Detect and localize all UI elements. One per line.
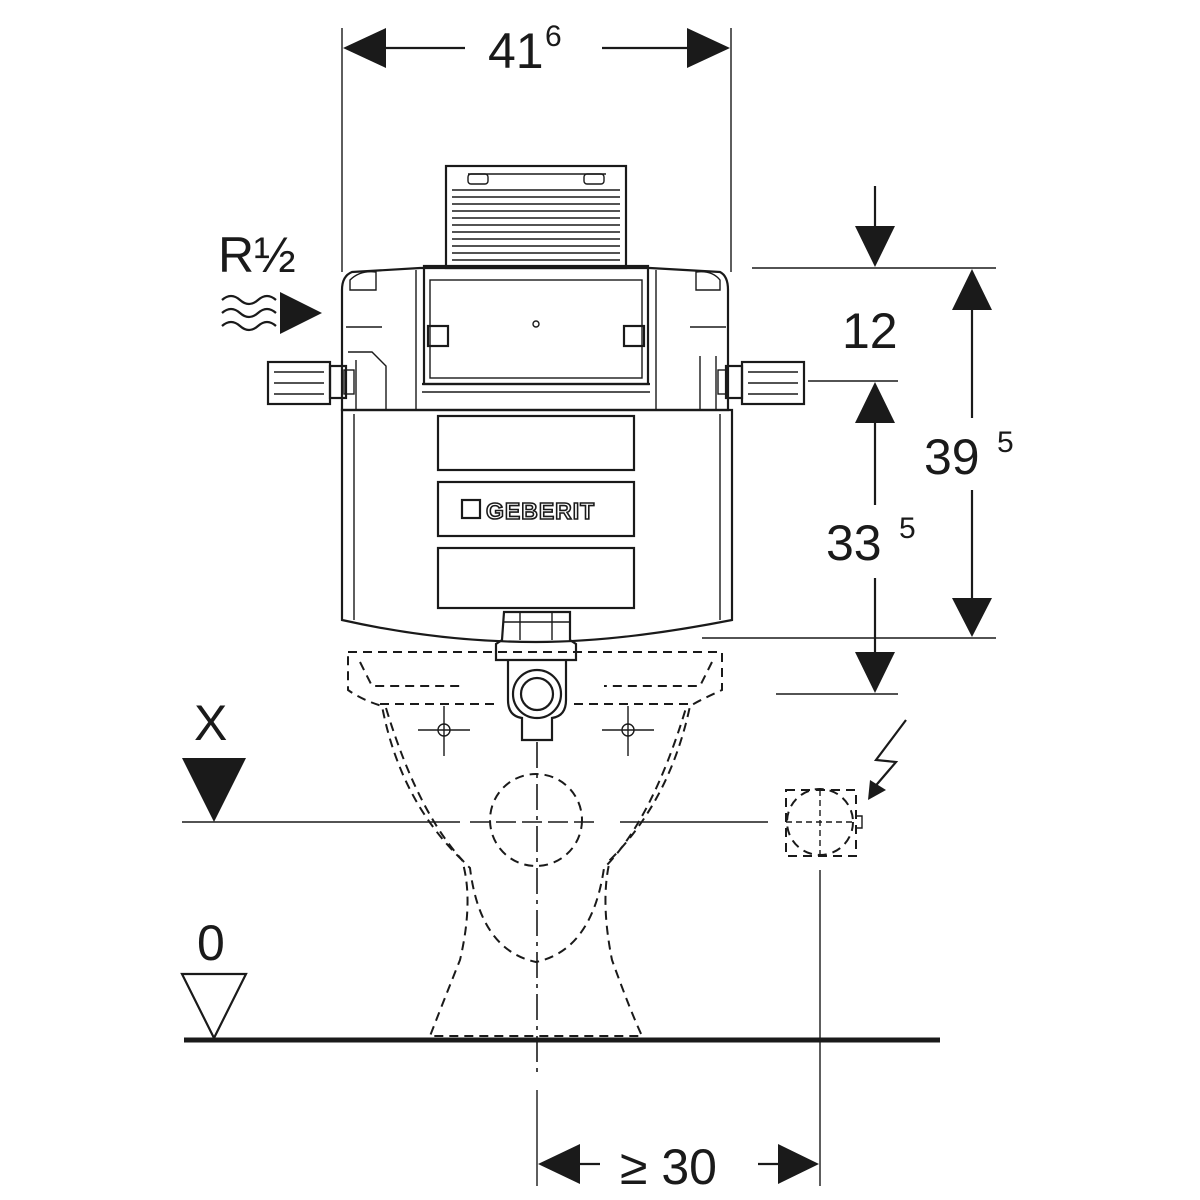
toilet-bowl-outline bbox=[347, 651, 723, 1037]
electric-bolt-icon bbox=[871, 719, 907, 791]
arrow-left-icon bbox=[538, 1144, 580, 1184]
level-x-label: X bbox=[194, 695, 227, 751]
arrow-up-icon bbox=[855, 382, 895, 423]
left-mounting-bracket bbox=[266, 360, 355, 406]
arrow-up-icon bbox=[952, 269, 992, 310]
level-zero-label: 0 bbox=[197, 915, 225, 971]
right-mounting-bracket bbox=[717, 360, 806, 406]
arrow-left-icon bbox=[343, 28, 386, 68]
tank-top-grille bbox=[444, 164, 628, 270]
width-value-sup: 6 bbox=[545, 20, 562, 53]
arrow-right-icon bbox=[687, 28, 730, 68]
electrical-connection bbox=[785, 719, 907, 1186]
floor-level: 0 bbox=[180, 915, 940, 1043]
arrow-down-icon bbox=[855, 652, 895, 693]
spacing-dimension: ≥ 30 bbox=[538, 1139, 819, 1195]
total-height-sup: 5 bbox=[997, 426, 1014, 459]
outlet-height-sup: 5 bbox=[899, 512, 916, 545]
level-x-marker-icon bbox=[182, 758, 246, 822]
flush-outlet bbox=[494, 610, 578, 742]
width-dimension: 41 6 bbox=[341, 20, 732, 272]
outlet-height-value: 33 bbox=[826, 515, 882, 571]
total-height-value: 39 bbox=[924, 429, 980, 485]
brand-name: GEBERIT bbox=[486, 498, 595, 524]
fixing-point-right bbox=[602, 706, 654, 756]
water-inlet: R ½ bbox=[218, 227, 322, 334]
arrow-right-icon bbox=[778, 1144, 819, 1184]
height-dimensions: 12 33 5 39 5 bbox=[702, 186, 1014, 695]
geberit-logo-icon: GEBERIT bbox=[460, 497, 595, 525]
water-inflow-icon bbox=[221, 292, 322, 334]
level-zero-marker-icon bbox=[180, 972, 248, 1041]
spacing-value: ≥ 30 bbox=[620, 1139, 717, 1195]
fixing-point-left bbox=[418, 706, 470, 756]
arrow-down-icon bbox=[855, 226, 895, 267]
connection-size: R bbox=[218, 227, 254, 283]
top-offset-value: 12 bbox=[842, 303, 898, 359]
level-x: X bbox=[182, 695, 768, 823]
flush-tank: GEBERIT bbox=[266, 164, 806, 742]
width-value: 41 bbox=[488, 23, 544, 79]
connection-size-fraction: ½ bbox=[254, 227, 296, 283]
arrow-down-icon bbox=[952, 598, 992, 637]
